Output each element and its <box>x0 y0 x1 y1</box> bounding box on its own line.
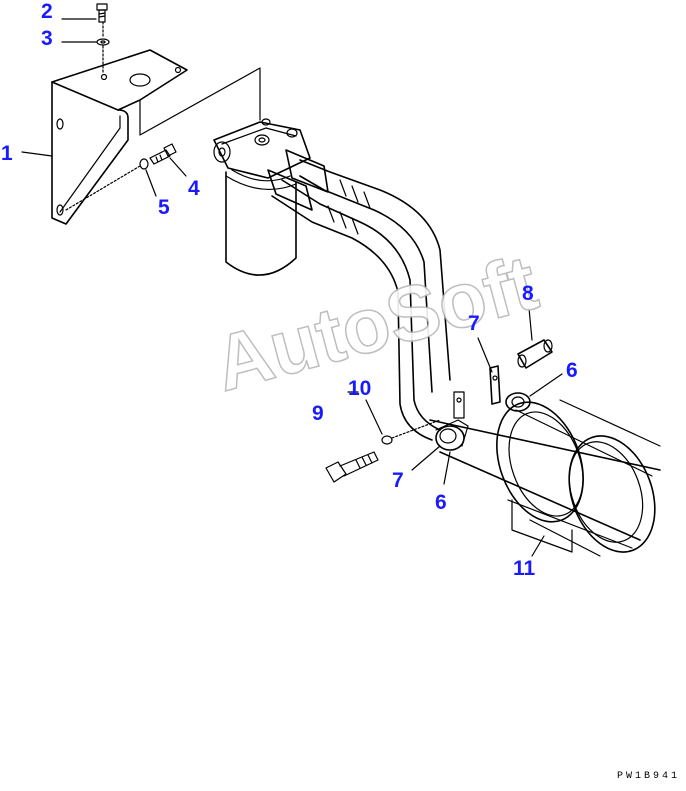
callout-8: 8 <box>522 282 534 305</box>
guard-part-11 <box>496 399 661 557</box>
callout-9: 9 <box>312 402 324 425</box>
callout-1: 1 <box>1 142 13 165</box>
callout-6-lower: 6 <box>435 491 447 514</box>
callout-7-lower: 7 <box>392 469 404 492</box>
callout-10: 10 <box>348 377 372 400</box>
bracket-part-1 <box>51 49 261 225</box>
callout-3: 3 <box>41 27 53 50</box>
washer-part-10 <box>381 435 393 445</box>
filter-assembly <box>213 118 311 276</box>
clamp-lower <box>435 391 469 451</box>
bolt-part-4 <box>149 143 177 165</box>
bolt-part-2 <box>96 3 108 23</box>
washer-part-3 <box>96 38 110 46</box>
drawing-code: PW1B941 <box>616 771 680 782</box>
leader-lines <box>21 18 563 557</box>
callout-11: 11 <box>513 557 536 580</box>
hoses <box>267 149 661 541</box>
clamp-upper <box>489 365 531 412</box>
callout-5: 5 <box>158 196 170 219</box>
callout-4: 4 <box>188 177 200 200</box>
callout-2: 2 <box>41 0 53 23</box>
callout-6-upper: 6 <box>566 359 578 382</box>
washer-part-5 <box>139 158 149 170</box>
callout-7-upper: 7 <box>468 312 480 335</box>
spacer-part-8 <box>517 339 553 369</box>
bolt-part-9 <box>325 451 379 483</box>
